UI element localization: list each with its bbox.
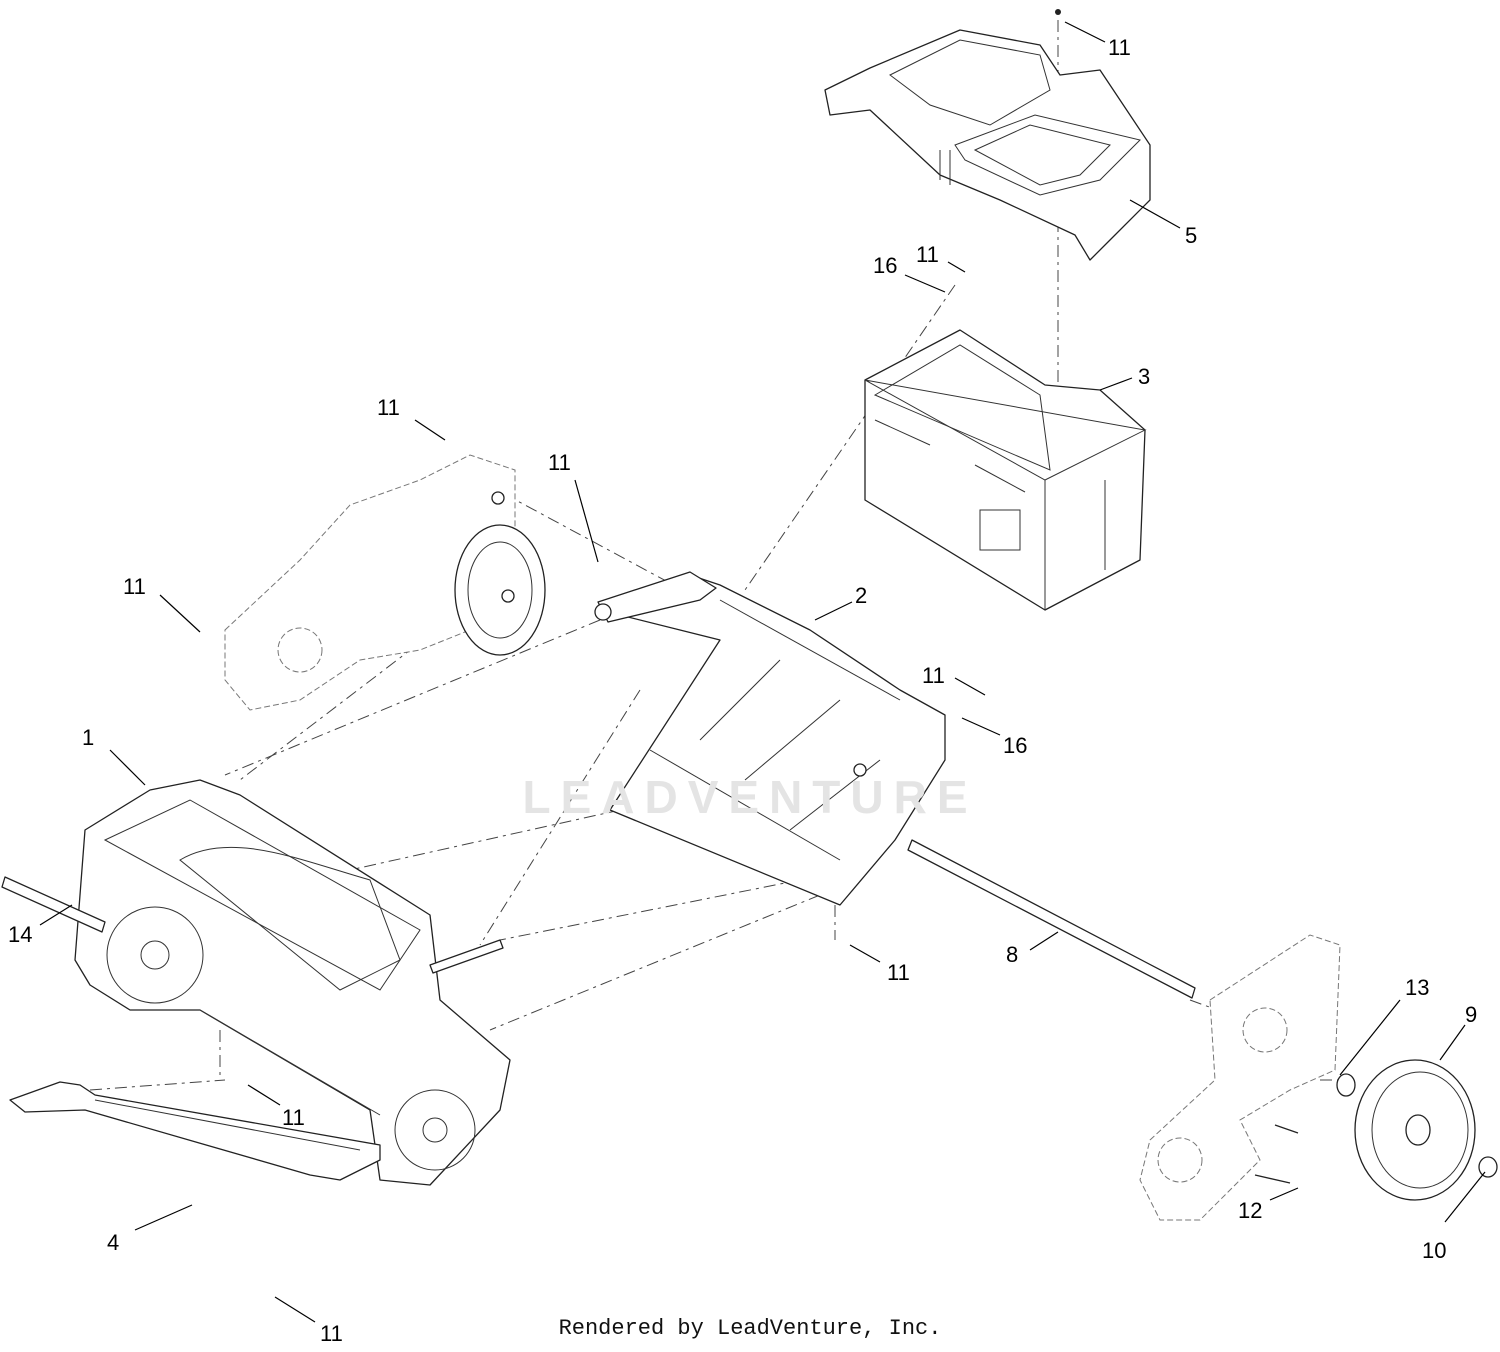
callout-10: 10 [1422,1238,1446,1263]
part-3-box [864,329,1147,611]
wheel-assembly [1254,1059,1498,1201]
callout-5: 5 [1185,223,1197,248]
side-plate-right [1139,934,1341,1221]
callout-3: 3 [1138,364,1150,389]
leader-lines [39,21,1486,1323]
callouts: 11 5 16 11 3 11 11 11 2 11 16 1 14 11 8 … [8,35,1477,1346]
part-5-top-cover [824,9,1151,261]
callout-16-lower: 16 [1003,733,1027,758]
footer-credit: Rendered by LeadVenture, Inc. [558,1316,942,1341]
callout-11-housing-left: 11 [123,574,146,599]
callout-16-upper: 16 [873,253,897,278]
part-1-housing [74,779,511,1186]
callout-11-housing-top: 11 [377,395,400,420]
callout-11-frame-bottom: 11 [887,960,910,985]
part-8-axle [907,839,1196,999]
callout-8: 8 [1006,942,1018,967]
motor-housing-left [224,454,546,711]
part-14-shaft [1,876,504,974]
watermark: LEADVENTURE [522,771,978,823]
callout-13: 13 [1405,975,1429,1000]
callout-14: 14 [8,922,32,947]
callout-11-upper: 11 [916,242,939,267]
callout-11-top: 11 [1108,35,1131,60]
callout-4: 4 [107,1230,119,1255]
callout-11-frame-right: 11 [922,663,945,688]
callout-11-frame: 11 [548,450,571,475]
callout-11-bottom: 11 [320,1321,343,1346]
part-2-frame [594,571,946,906]
callout-1: 1 [82,725,94,750]
part-4-scraper [9,1081,381,1181]
callout-12: 12 [1238,1198,1262,1223]
callout-9: 9 [1465,1002,1477,1027]
callout-11-housing-bottom: 11 [282,1105,305,1130]
callout-2: 2 [855,583,867,608]
